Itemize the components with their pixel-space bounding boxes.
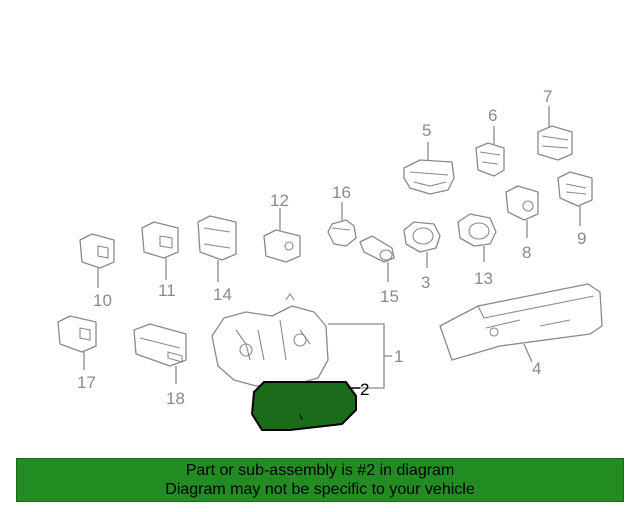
part-10[interactable]: 10 [79, 233, 115, 310]
part-5[interactable]: 5 [403, 121, 455, 195]
info-banner: Part or sub-assembly is #2 in diagram Di… [16, 458, 624, 502]
parts-diagram: 5 6 7 8 9 10 11 [57, 87, 603, 431]
callout-11: 11 [158, 281, 176, 300]
callout-7: 7 [543, 87, 552, 106]
part-18[interactable]: 18 [133, 323, 187, 408]
part-1[interactable]: 1 [211, 293, 403, 389]
part-13[interactable]: 13 [457, 213, 497, 288]
banner-line-2: Diagram may not be specific to your vehi… [165, 481, 475, 498]
callout-9: 9 [577, 229, 586, 248]
callout-2: 2 [360, 380, 369, 399]
callout-5: 5 [422, 121, 431, 140]
part-16[interactable]: 16 [327, 183, 357, 247]
callout-4: 4 [532, 359, 541, 378]
part-2-highlighted[interactable]: 2 [250, 380, 369, 431]
callout-14: 14 [213, 285, 232, 304]
callout-3: 3 [421, 273, 430, 292]
callout-6: 6 [488, 106, 497, 125]
callout-8: 8 [522, 243, 531, 262]
part-6[interactable]: 6 [475, 106, 505, 177]
banner-line-1: Part or sub-assembly is #2 in diagram [185, 462, 455, 479]
part-4[interactable]: 4 [439, 283, 603, 378]
callout-18: 18 [166, 389, 185, 408]
callout-12: 12 [270, 191, 289, 210]
part-14[interactable]: 14 [197, 215, 237, 304]
callout-16: 16 [332, 183, 351, 202]
part-17[interactable]: 17 [57, 315, 97, 392]
part-7[interactable]: 7 [537, 87, 573, 161]
part-8[interactable]: 8 [505, 185, 539, 262]
part-12[interactable]: 12 [263, 191, 301, 263]
part-9[interactable]: 9 [557, 171, 593, 248]
callout-13: 13 [474, 269, 493, 288]
callout-1: 1 [394, 347, 403, 366]
part-11[interactable]: 11 [141, 221, 179, 300]
callout-10: 10 [93, 291, 112, 310]
callout-15: 15 [380, 287, 399, 306]
part-3[interactable]: 3 [403, 221, 441, 292]
callout-17: 17 [77, 373, 96, 392]
part-15[interactable]: 15 [359, 235, 399, 306]
